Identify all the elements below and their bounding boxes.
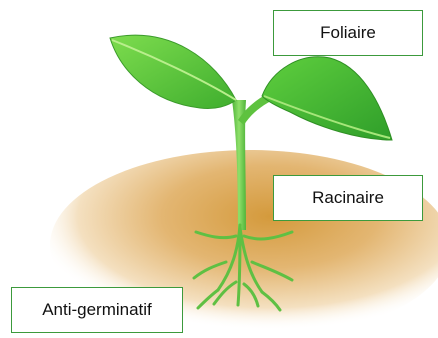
label-anti-germinatif-text: Anti-germinatif: [42, 300, 152, 320]
label-racinaire: Racinaire: [273, 175, 423, 221]
label-foliaire: Foliaire: [273, 10, 423, 56]
label-anti-germinatif: Anti-germinatif: [11, 287, 183, 333]
label-foliaire-text: Foliaire: [320, 23, 376, 43]
label-racinaire-text: Racinaire: [312, 188, 384, 208]
right-leaf: [262, 57, 392, 140]
